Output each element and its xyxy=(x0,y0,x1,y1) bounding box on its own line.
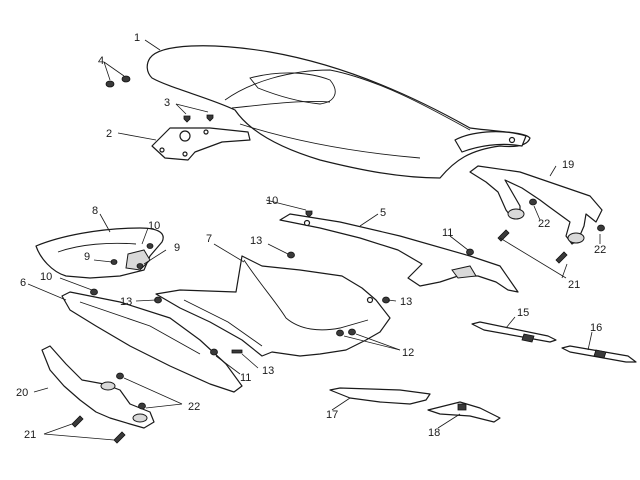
callout-22-rail: 22 xyxy=(538,218,550,230)
callout-10-left: 10 xyxy=(40,271,52,283)
trim-17-part xyxy=(329,387,431,405)
callout-10-tail: 10 xyxy=(148,220,160,232)
callout-18: 18 xyxy=(428,427,440,439)
callout-9-left: 9 xyxy=(84,251,90,263)
callout-4: 4 xyxy=(98,55,104,67)
screws-3 xyxy=(183,114,214,123)
side-panel-left-part xyxy=(61,291,243,393)
callout-21-left: 21 xyxy=(24,429,36,441)
callout-7: 7 xyxy=(206,233,212,245)
trim-16-part xyxy=(561,345,637,363)
callout-6: 6 xyxy=(20,277,26,289)
callout-16: 16 xyxy=(590,322,602,334)
callout-13-top: 13 xyxy=(250,235,262,247)
grab-rail-left-part xyxy=(41,345,155,429)
hardware-fasteners xyxy=(71,198,605,444)
callout-8: 8 xyxy=(92,205,98,217)
leader-lines xyxy=(27,39,601,441)
callout-15: 15 xyxy=(517,307,529,319)
callout-13-left: 13 xyxy=(120,296,132,308)
callout-1: 1 xyxy=(134,32,140,44)
callout-13-right: 13 xyxy=(400,296,412,308)
nuts-4 xyxy=(105,75,131,88)
callout-11-right: 11 xyxy=(442,227,453,239)
callout-12: 12 xyxy=(402,347,414,359)
callout-5: 5 xyxy=(380,207,386,219)
bracket-part xyxy=(151,127,251,161)
seat-part xyxy=(146,45,531,179)
callout-11-lower: 11 xyxy=(240,372,251,384)
grab-rail-part xyxy=(469,165,603,245)
callouts: 1 2 3 4 5 6 7 8 9 9 10 10 10 11 11 12 13… xyxy=(16,32,606,441)
callout-3: 3 xyxy=(164,97,170,109)
callout-22-lower: 22 xyxy=(188,401,200,413)
callout-19: 19 xyxy=(562,159,574,171)
callout-20: 20 xyxy=(16,387,28,399)
callout-9-right: 9 xyxy=(174,242,180,254)
callout-10-top: 10 xyxy=(266,195,278,207)
callout-22-far: 22 xyxy=(594,244,606,256)
center-cover-part xyxy=(155,255,391,357)
side-panel-right-part xyxy=(279,213,519,293)
callout-21-right: 21 xyxy=(568,279,580,291)
callout-13-lower: 13 xyxy=(262,365,274,377)
callout-2: 2 xyxy=(106,128,112,140)
tail-panel-left-part xyxy=(35,227,164,279)
trim-18-part xyxy=(427,401,501,423)
callout-17: 17 xyxy=(326,409,338,421)
trim-15-part xyxy=(471,321,557,343)
